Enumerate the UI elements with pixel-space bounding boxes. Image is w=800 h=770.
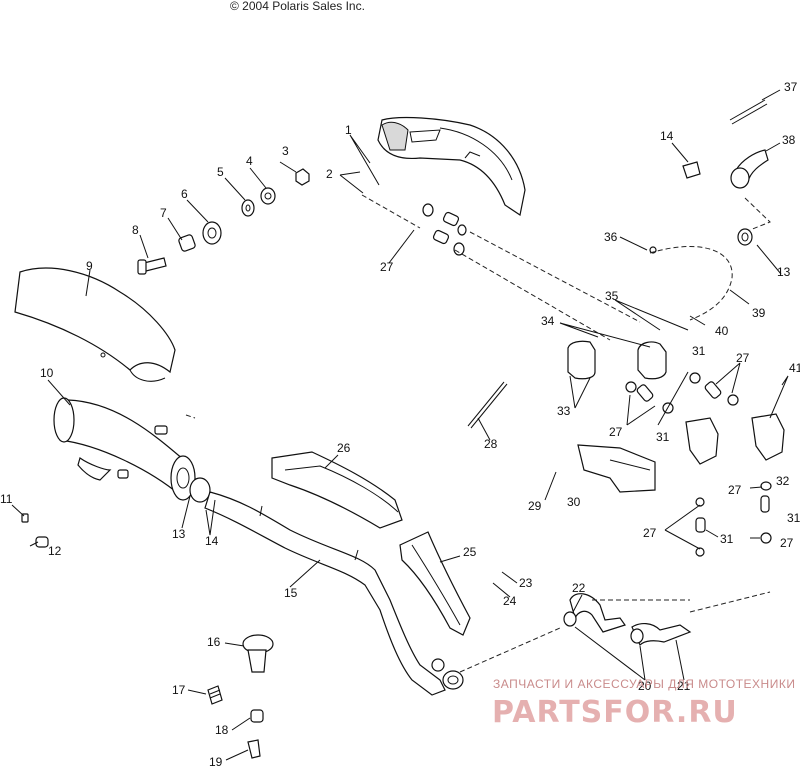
callout-13-muffler: 13 (172, 527, 186, 541)
callout-27-edge: 27 (780, 536, 794, 550)
callout-27-lower: 27 (643, 526, 657, 540)
callout-33: 33 (557, 404, 571, 418)
callout-7: 7 (160, 206, 167, 220)
leader-lines (11, 89, 789, 761)
callout-13-right: 13 (777, 265, 791, 279)
callout-31-lower: 31 (720, 532, 734, 546)
callout-30: 30 (567, 495, 581, 509)
callout-22: 22 (572, 581, 586, 595)
tail-pipes (563, 593, 692, 647)
watermark: ЗАПЧАСТИ И АКСЕССУАРЫ ДЛЯ МОТОТЕХНИКИ PA… (492, 677, 795, 730)
callout-32: 32 (776, 474, 790, 488)
callout-28: 28 (484, 437, 498, 451)
callout-38: 38 (782, 133, 796, 147)
callout-11: 11 (0, 492, 13, 506)
callout-18: 18 (215, 723, 229, 737)
callout-21: 21 (677, 679, 691, 693)
callout-27-right: 27 (736, 351, 750, 365)
callout-24: 24 (503, 594, 517, 608)
muffler-heat-shield (14, 267, 176, 382)
callout-1: 1 (345, 123, 352, 137)
hardware-lower-left (21, 513, 274, 759)
callout-9: 9 (86, 259, 93, 273)
callout-19: 19 (209, 755, 223, 769)
callout-16: 16 (207, 635, 221, 649)
callout-36: 36 (604, 230, 618, 244)
callout-37: 37 (784, 80, 798, 94)
assembly-lines (185, 194, 771, 673)
callout-15: 15 (284, 586, 298, 600)
callout-29: 29 (528, 499, 542, 513)
muffler (53, 397, 211, 503)
callout-6: 6 (181, 187, 188, 201)
callout-31-edge: 31 (787, 511, 800, 525)
mount-brackets (567, 340, 785, 493)
callout-8: 8 (132, 223, 139, 237)
callout-10: 10 (40, 366, 54, 380)
watermark-tagline: ЗАПЧАСТИ И АКСЕССУАРЫ ДЛЯ МОТОТЕХНИКИ (493, 677, 795, 691)
upper-heat-shield (377, 116, 526, 216)
callout-20: 20 (638, 679, 652, 693)
head-pipe-heat-shield-upper (271, 451, 403, 529)
callout-labels: 1 2 3 4 5 6 7 8 9 10 11 12 13 13 14 14 1… (0, 80, 800, 769)
callout-14-lower: 14 (205, 534, 219, 548)
callout-31-mid: 31 (656, 430, 670, 444)
callout-31-top: 31 (692, 344, 706, 358)
callout-27-mid: 27 (609, 425, 623, 439)
callout-2: 2 (326, 167, 333, 181)
callout-34: 34 (541, 314, 555, 328)
callout-17: 17 (172, 683, 186, 697)
callout-41: 41 (789, 361, 800, 375)
grommets-bushings (422, 99, 772, 557)
callout-3: 3 (282, 144, 289, 158)
head-pipe (204, 491, 464, 696)
callout-5: 5 (217, 165, 224, 179)
callout-12: 12 (48, 544, 62, 558)
callout-25: 25 (463, 545, 477, 559)
callout-4: 4 (246, 154, 253, 168)
callout-39: 39 (752, 306, 766, 320)
callout-27-top: 27 (380, 260, 394, 274)
callout-40: 40 (715, 324, 729, 338)
callout-26: 26 (337, 441, 351, 455)
copyright-text: © 2004 Polaris Sales Inc. (230, 0, 365, 13)
head-pipe-heat-shield-lower (399, 531, 471, 636)
watermark-brand: PARTSFOR.RU (492, 695, 738, 730)
hardware-top-row (137, 168, 310, 275)
callout-14-upper: 14 (660, 129, 674, 143)
callout-27-far-right: 27 (728, 483, 742, 497)
callout-35: 35 (605, 289, 619, 303)
callout-23: 23 (519, 576, 533, 590)
